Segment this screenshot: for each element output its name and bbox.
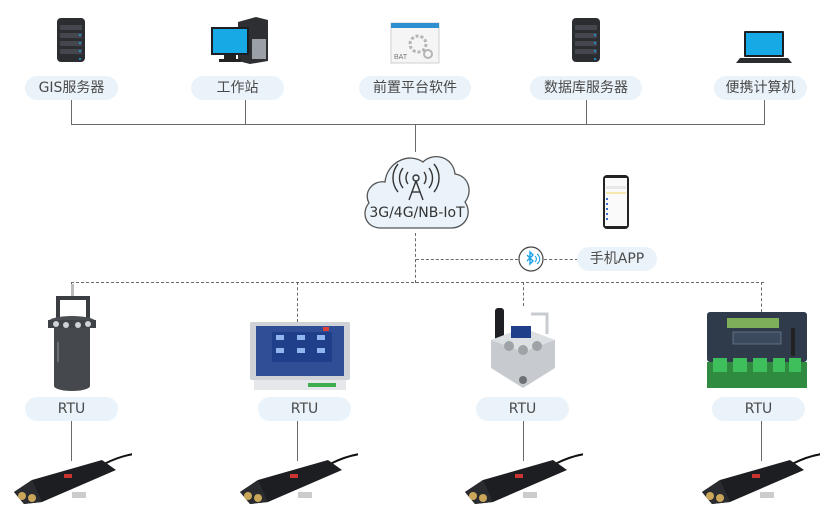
laptop-icon xyxy=(736,30,792,64)
field-drop-4 xyxy=(761,282,762,312)
cylinder-rtu-device xyxy=(44,284,100,394)
rtu-label-1: RTU xyxy=(25,397,118,421)
bat-software-icon: BAT xyxy=(390,22,440,64)
rtu-sensor-link-4 xyxy=(761,421,763,461)
server-icon xyxy=(571,17,601,63)
node-label-db-server: 数据库服务器 xyxy=(530,76,642,100)
cloud-to-field-link xyxy=(415,233,416,283)
node-label-laptop: 便携计算机 xyxy=(714,76,807,100)
field-bus-line xyxy=(71,282,764,283)
rtu-label-4: RTU xyxy=(712,397,805,421)
mobile-app-label: 手机APP xyxy=(577,247,657,271)
svg-text:BAT: BAT xyxy=(394,54,408,61)
network-cloud xyxy=(361,148,473,232)
network-label: 3G/4G/NB-IoT xyxy=(369,205,465,221)
cell-tower-icon xyxy=(392,163,440,201)
touchscreen-rtu-device xyxy=(250,322,350,392)
connector-cloud xyxy=(415,124,417,152)
top-bus-line xyxy=(71,124,765,126)
bluetooth-link-left xyxy=(416,259,518,260)
rtu-label-3: RTU xyxy=(476,397,569,421)
connector-db xyxy=(586,99,588,125)
desktop-computer-icon xyxy=(210,17,270,64)
sensor-probe-icon xyxy=(463,452,583,512)
connector-laptop xyxy=(764,99,766,125)
compact-rtu-device xyxy=(487,306,559,390)
node-label-workstation: 工作站 xyxy=(191,76,284,100)
board-rtu-device xyxy=(703,312,811,392)
rtu-sensor-link-1 xyxy=(71,421,73,461)
field-drop-3 xyxy=(523,282,524,306)
field-drop-2 xyxy=(297,282,298,322)
node-label-front-platform: 前置平台软件 xyxy=(359,76,471,100)
bluetooth-icon xyxy=(518,246,544,272)
rtu-label-2: RTU xyxy=(258,397,351,421)
node-label-gis-server: GIS服务器 xyxy=(25,76,118,100)
bluetooth-link-right xyxy=(544,259,578,260)
sensor-probe-icon xyxy=(238,452,358,512)
rtu-sensor-link-3 xyxy=(523,421,525,461)
rtu-sensor-link-2 xyxy=(297,421,299,461)
connector-workstation xyxy=(245,99,247,125)
smartphone-icon xyxy=(602,174,630,230)
server-icon xyxy=(56,17,86,63)
connector-gis xyxy=(71,99,73,125)
sensor-probe-icon xyxy=(12,452,132,512)
sensor-probe-icon xyxy=(700,452,820,512)
